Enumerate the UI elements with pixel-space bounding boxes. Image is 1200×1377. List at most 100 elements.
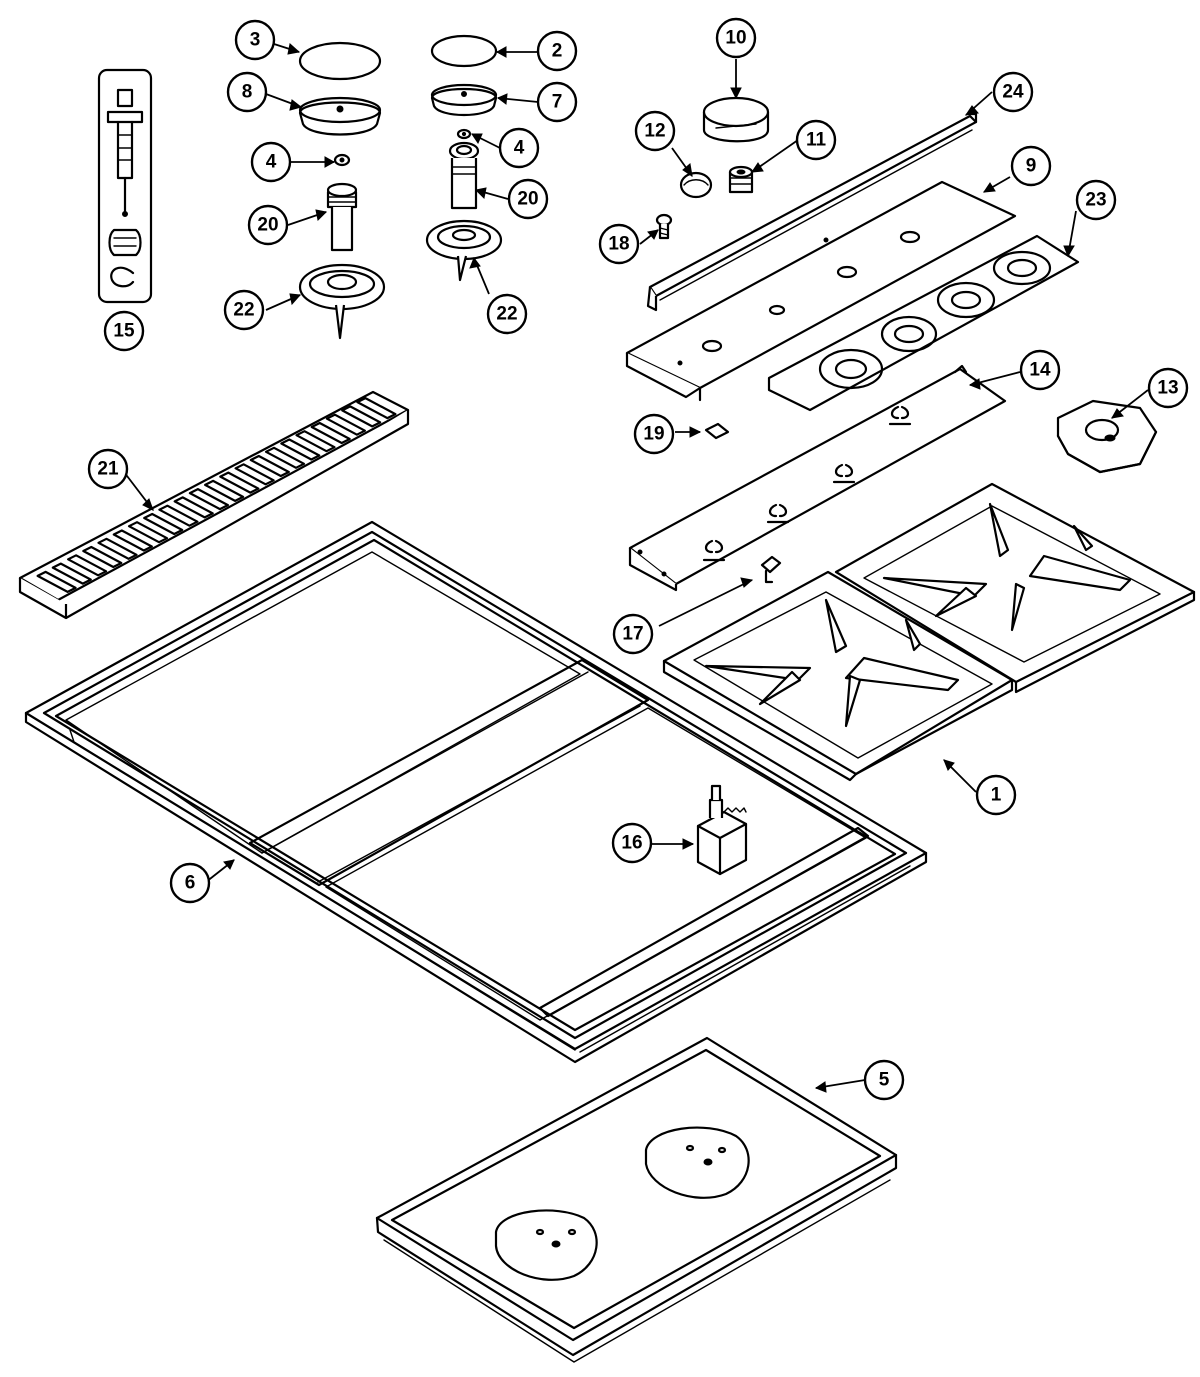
svg-text:14: 14 [1029, 360, 1051, 381]
grate-bar [36, 570, 77, 593]
svg-text:7: 7 [552, 92, 563, 113]
svg-text:10: 10 [725, 28, 746, 49]
part-20-burner-tube-right [448, 141, 480, 210]
svg-text:3: 3 [250, 30, 261, 51]
part-17-spark-switch [760, 555, 782, 584]
callout-12: 12 [634, 110, 676, 152]
part-21-grill-grate [18, 390, 410, 620]
grate-bar [82, 545, 123, 569]
svg-text:1: 1 [991, 785, 1002, 806]
part-6-cooktop-frame [24, 520, 928, 1064]
part-4-orifice-left [333, 153, 351, 167]
grate-bar [219, 471, 260, 494]
grate-bar [341, 405, 382, 428]
svg-text:22: 22 [496, 304, 517, 325]
callout-17: 17 [612, 613, 654, 655]
part-7-burner-head-right [430, 83, 498, 116]
svg-text:21: 21 [97, 459, 119, 480]
part-9-control-panel [625, 180, 1017, 402]
svg-text:5: 5 [879, 1070, 890, 1091]
grate-bar [188, 488, 229, 511]
part-24-trim-strip [646, 112, 978, 312]
svg-text:20: 20 [517, 189, 538, 210]
part-4-orifice-right [456, 128, 472, 140]
grate-bar [143, 512, 184, 536]
callout-21: 21 [87, 448, 129, 490]
grate-bar [356, 397, 397, 420]
svg-text:16: 16 [621, 833, 642, 854]
callout-14: 14 [1019, 349, 1061, 391]
svg-text:4: 4 [266, 152, 277, 173]
grate-bar [310, 421, 351, 445]
grate-bar [67, 554, 108, 577]
part-8-burner-head-left [298, 96, 382, 136]
part-3-cap-left [298, 41, 382, 81]
callout-23: 23 [1075, 179, 1117, 221]
callout-2: 2 [536, 30, 578, 72]
part-11-knob-spring [728, 165, 754, 194]
leader-arrowheads [142, 43, 1124, 1093]
svg-text:17: 17 [622, 624, 643, 645]
part-20-burner-tube-left [326, 182, 358, 252]
grate-bar [51, 562, 92, 585]
part-10-knob [702, 96, 770, 143]
callout-13: 13 [1147, 367, 1189, 409]
svg-text:4: 4 [514, 138, 525, 159]
part-14-valve-bracket [628, 364, 1007, 592]
grate-bar [249, 454, 290, 478]
grate-bar [264, 446, 306, 469]
svg-text:8: 8 [242, 82, 253, 103]
callout-4-right: 4 [498, 127, 540, 169]
part-2-cap-right [430, 34, 498, 68]
callout-11: 11 [795, 119, 837, 161]
callout-3: 3 [234, 19, 276, 61]
svg-text:19: 19 [643, 424, 664, 445]
grate-bar [127, 521, 169, 544]
callout-10: 10 [715, 17, 757, 59]
part-19-clip [704, 422, 730, 440]
callout-16: 16 [611, 822, 653, 864]
callout-20-left: 20 [247, 204, 289, 246]
svg-text:2: 2 [552, 41, 563, 62]
svg-text:18: 18 [608, 234, 629, 255]
grate-bar [325, 413, 366, 436]
svg-text:13: 13 [1157, 378, 1178, 399]
grate-bar [295, 430, 336, 453]
callout-15: 15 [103, 310, 145, 352]
part-23-burner-gasket [767, 234, 1080, 412]
svg-text:12: 12 [644, 121, 665, 142]
part-15-igniter-kit [97, 68, 153, 304]
part-12-knob-insert [679, 171, 713, 199]
callout-19: 19 [633, 413, 675, 455]
svg-text:20: 20 [257, 215, 278, 236]
svg-text:9: 9 [1026, 156, 1037, 177]
svg-text:6: 6 [185, 873, 196, 894]
callout-5: 5 [863, 1059, 905, 1101]
callout-24: 24 [992, 71, 1034, 113]
grate-bar [112, 529, 153, 552]
grate-bar [234, 463, 275, 486]
part-1-burner-grates [662, 482, 1196, 782]
svg-text:11: 11 [806, 130, 827, 151]
callout-22-right: 22 [486, 293, 528, 335]
part-22-burner-base-left [298, 263, 386, 340]
callout-4-left: 4 [250, 141, 292, 183]
grate-bar [173, 496, 214, 519]
svg-text:24: 24 [1002, 82, 1024, 103]
callout-7: 7 [536, 81, 578, 123]
callout-18: 18 [598, 223, 640, 265]
svg-text:22: 22 [233, 300, 254, 321]
callout-9: 9 [1010, 145, 1052, 187]
part-5-drip-pan [375, 1036, 898, 1363]
callout-1: 1 [975, 774, 1017, 816]
grate-bar [97, 537, 138, 560]
callout-22-left: 22 [223, 289, 265, 331]
part-16-regulator [696, 784, 748, 876]
callout-6: 6 [169, 862, 211, 904]
part-13-burner-base [1056, 399, 1158, 474]
callout-8: 8 [226, 71, 268, 113]
grate-bar [280, 438, 321, 461]
part-22-burner-base-right [425, 219, 503, 282]
